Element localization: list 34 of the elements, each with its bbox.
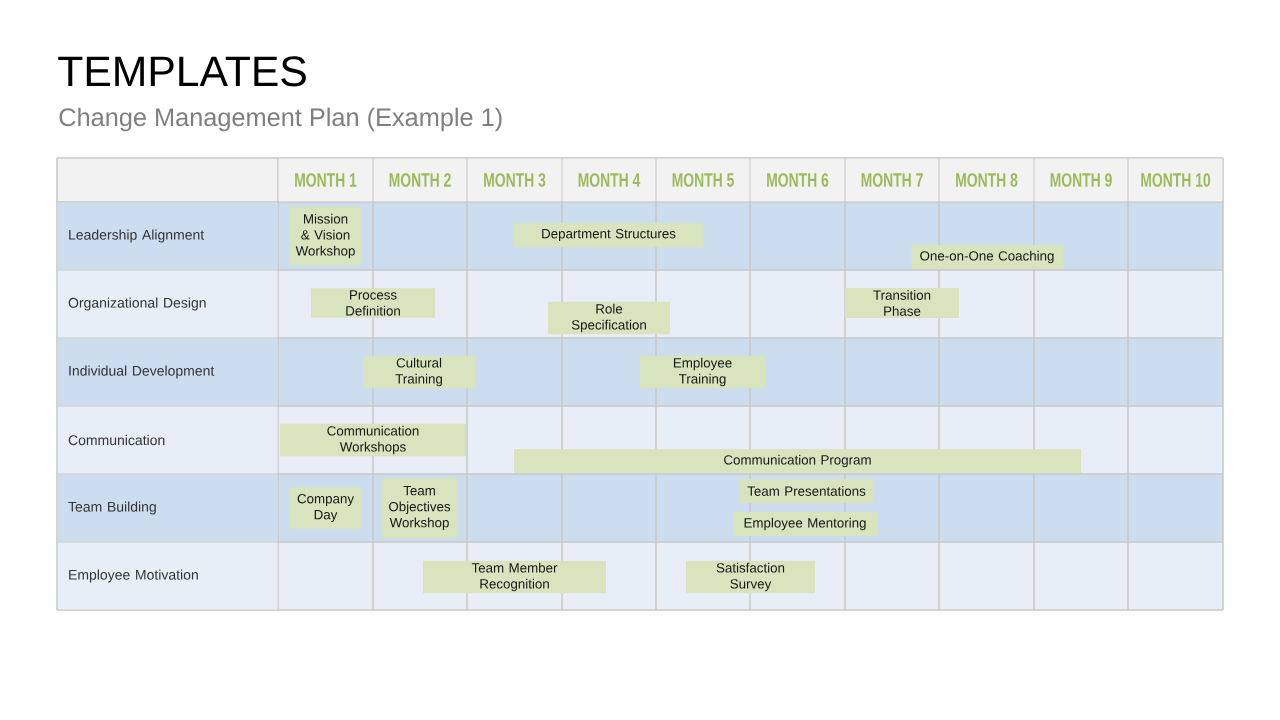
column-header: MONTH 5 xyxy=(656,158,750,202)
task-bar: Role Specification xyxy=(548,301,670,335)
task-bar: Mission & Vision Workshop xyxy=(290,206,361,266)
row-header: Employee Motivation xyxy=(58,542,278,610)
task-bar: Cultural Training xyxy=(363,355,475,389)
task-bar: Team Presentations xyxy=(740,479,873,503)
row-header: Team Building xyxy=(58,474,278,542)
column-header: MONTH 2 xyxy=(373,158,467,202)
column-header: MONTH 4 xyxy=(562,158,656,202)
row-header: Communication xyxy=(58,406,278,474)
task-bar: Company Day xyxy=(290,487,361,529)
task-bar: One-on-One Coaching xyxy=(911,245,1063,269)
task-bar: Communication Workshops xyxy=(280,423,466,457)
task-bar: Employee Mentoring xyxy=(733,512,877,536)
column-header: MONTH 10 xyxy=(1128,158,1223,202)
row-header: Individual Development xyxy=(58,338,278,406)
row-header: Leadership Alignment xyxy=(58,202,278,270)
row-header: Organizational Design xyxy=(58,270,278,338)
task-bar: Department Structures xyxy=(514,223,703,247)
column-header: MONTH 1 xyxy=(278,158,373,202)
subtitle: Change Management Plan (Example 1) xyxy=(59,107,502,132)
task-bar: Team Objectives Workshop xyxy=(382,478,457,538)
task-bar: Process Definition xyxy=(311,288,435,318)
column-header: MONTH 6 xyxy=(750,158,845,202)
title: TEMPLATES xyxy=(58,56,306,87)
task-bar: Communication Program xyxy=(514,449,1081,473)
task-bar: Transition Phase xyxy=(845,288,959,318)
task-bar: Employee Training xyxy=(640,355,765,389)
task-bar: Satisfaction Survey xyxy=(686,560,815,594)
column-header: MONTH 8 xyxy=(939,158,1034,202)
column-header: MONTH 9 xyxy=(1034,158,1128,202)
task-bar: Team Member Recognition xyxy=(423,560,606,594)
column-header: MONTH 7 xyxy=(845,158,939,202)
column-header: MONTH 3 xyxy=(467,158,562,202)
